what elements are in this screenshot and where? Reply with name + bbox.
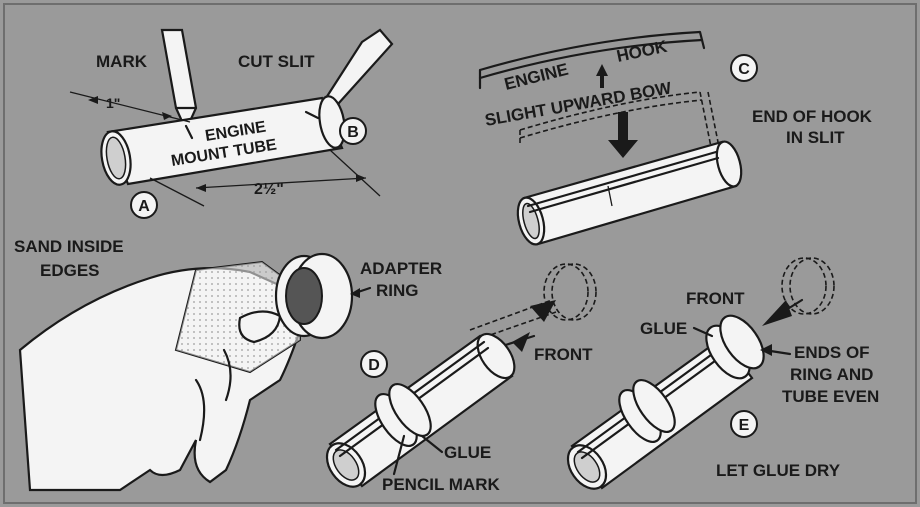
step-c-marker: C (730, 54, 758, 82)
label-ring: RING (376, 281, 419, 300)
step-d-marker: D (360, 350, 388, 378)
thumb (238, 310, 282, 344)
step-e-label: E (739, 417, 750, 434)
label-one-inch: 1" (106, 95, 120, 111)
label-end-of-hook: END OF HOOK (752, 107, 873, 126)
label-front-e: FRONT (686, 289, 745, 308)
label-pencil-mark: PENCIL MARK (382, 475, 500, 494)
step-a-b-tube-illustration (69, 28, 394, 207)
label-glue-e: GLUE (640, 319, 687, 338)
adapter-ring (274, 252, 354, 340)
two-half-inch-dimension-line (195, 177, 367, 189)
step-c-hook-illustration (478, 30, 743, 246)
step-b-label: B (347, 124, 359, 141)
hand-sanding-illustration (18, 252, 354, 492)
label-tube-even: TUBE EVEN (782, 387, 879, 406)
label-in-slit: IN SLIT (786, 128, 845, 147)
label-cut-slit: CUT SLIT (238, 52, 315, 71)
label-let-glue-dry: LET GLUE DRY (716, 461, 841, 480)
front-arrow-icon (530, 300, 556, 322)
step-e-marker: E (730, 410, 758, 438)
step-e-illustration (566, 257, 835, 490)
up-arrow-icon (596, 64, 608, 88)
step-b-marker: B (339, 117, 367, 145)
step-a-label: A (138, 198, 150, 215)
step-c-tube (516, 140, 743, 246)
panel-border (3, 3, 917, 504)
label-sand-inside: SAND INSIDE (14, 237, 124, 256)
label-front-d: FRONT (534, 345, 593, 364)
step-a-marker: A (130, 191, 158, 219)
label-ring-and: RING AND (790, 365, 873, 384)
label-dimension: 2½" (254, 181, 284, 198)
label-adapter: ADAPTER (360, 259, 442, 278)
label-edges: EDGES (40, 261, 100, 280)
label-mark: MARK (96, 52, 148, 71)
down-arrow-icon (608, 112, 638, 158)
step-c-label: C (738, 61, 750, 78)
label-glue-d: GLUE (444, 443, 491, 462)
step-d-label: D (368, 357, 380, 374)
label-ends-of: ENDS OF (794, 343, 870, 362)
front-arrow-icon (762, 300, 792, 326)
step-d-illustration (325, 263, 597, 488)
engine-mount-tube (100, 95, 346, 186)
